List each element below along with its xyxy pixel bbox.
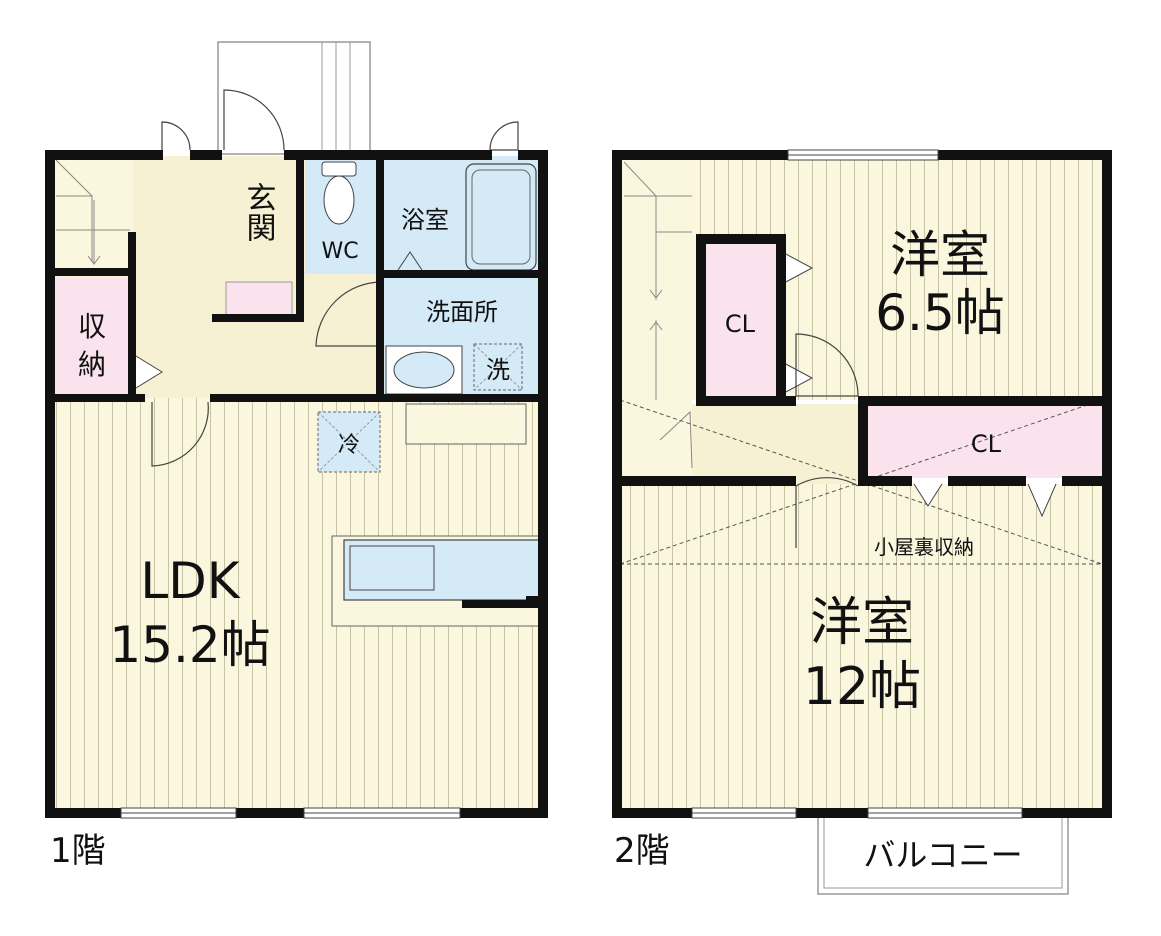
closet-a-label: CL — [725, 310, 756, 338]
fridge-label: 冷 — [338, 433, 360, 458]
walls-1f — [45, 150, 548, 818]
room-a-name-label: 洋室 — [890, 226, 990, 284]
floor-1: 玄関 WC 浴室 洗面所 洗 冷 収 納 LDK 15.2帖 1階 — [45, 41, 548, 871]
room-b-floor — [620, 484, 1106, 810]
storage-label-1: 収 — [78, 310, 106, 343]
walls-2f — [612, 150, 1112, 818]
balcony-label: バルコニー — [863, 836, 1022, 874]
wc-label: WC — [321, 239, 358, 264]
storage-label-2: 納 — [78, 348, 106, 381]
back-counter — [405, 403, 527, 445]
toilet-bowl — [323, 175, 355, 225]
genkan-mat — [225, 281, 293, 317]
bath-label: 浴室 — [401, 206, 449, 234]
room-a-size-label: 6.5帖 — [875, 284, 1005, 342]
ldk-size-label: 15.2帖 — [109, 616, 270, 674]
floor-2: 洋室 6.5帖 CL CL 小屋裏収納 洋室 12帖 バルコニー 2階 — [612, 149, 1112, 895]
genkan-label: 玄関 — [241, 182, 276, 242]
room-a-floor — [620, 156, 1106, 400]
toilet-tank — [321, 161, 357, 177]
loft-label: 小屋裏収納 — [874, 535, 974, 559]
closet-b — [866, 406, 1102, 478]
bathtub — [465, 163, 537, 271]
floor1-label: 1階 — [50, 831, 106, 871]
floor2-label: 2階 — [614, 831, 670, 871]
storage-1f — [53, 278, 131, 396]
washroom-label: 洗面所 — [426, 298, 498, 326]
room-b-name-label: 洋室 — [810, 593, 914, 653]
closet-b-label: CL — [971, 430, 1002, 458]
closet-a — [704, 242, 776, 396]
stairs-1f — [53, 156, 133, 268]
ldk-name-label: LDK — [140, 552, 240, 610]
room-b-size-label: 12帖 — [803, 657, 921, 717]
balcony — [817, 813, 1069, 895]
washer-label: 洗 — [486, 356, 510, 384]
